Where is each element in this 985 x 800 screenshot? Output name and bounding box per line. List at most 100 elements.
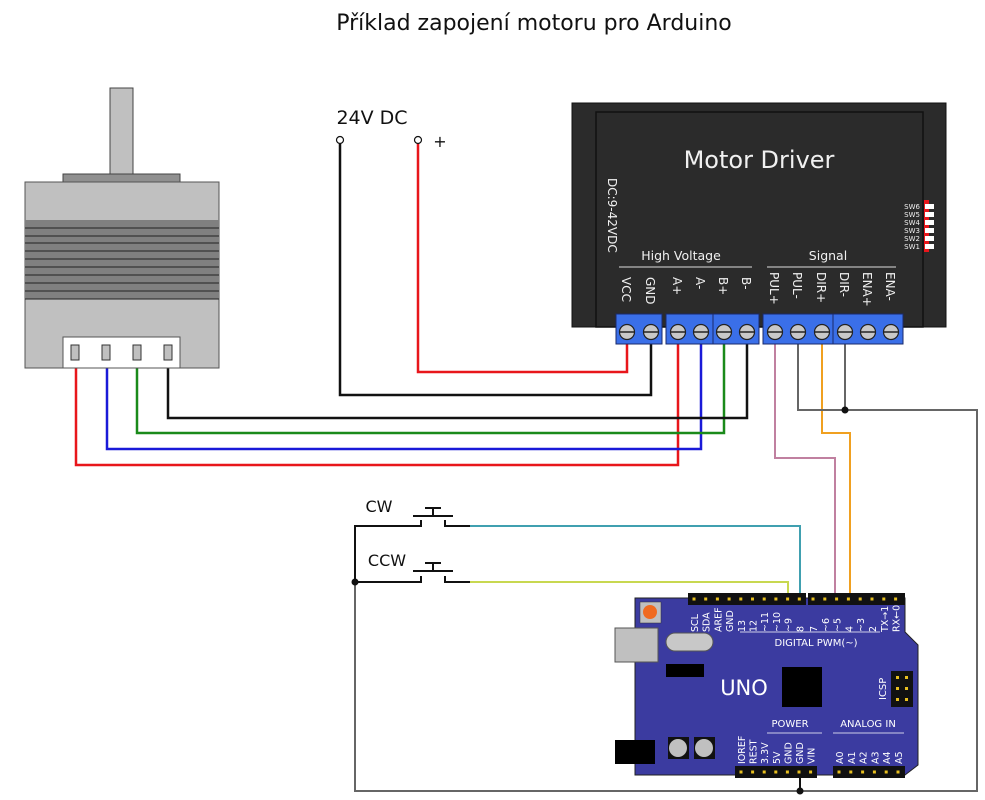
header-pin[interactable]	[692, 597, 696, 601]
psu-minus-terminal	[335, 135, 345, 145]
header-pin[interactable]	[739, 770, 743, 774]
junction-dot	[796, 787, 804, 795]
header-pin[interactable]	[846, 597, 850, 601]
icsp-header	[891, 671, 913, 707]
pin-label: RX←0	[892, 605, 903, 632]
header-pin[interactable]	[797, 597, 801, 601]
header-pin[interactable]	[872, 770, 876, 774]
terminal-label: B+	[716, 277, 730, 295]
motor-pin	[163, 344, 173, 361]
terminal-label: A-	[693, 277, 707, 289]
pin-label: 7	[809, 626, 820, 632]
pin-label: ~10	[772, 612, 783, 632]
capacitor	[695, 739, 713, 757]
icsp-pin	[896, 698, 899, 701]
pin-label: 13	[737, 620, 748, 632]
header-pin[interactable]	[809, 770, 813, 774]
dip-switch-toggle[interactable]	[925, 204, 934, 209]
header-pin[interactable]	[823, 597, 827, 601]
header-pin[interactable]	[837, 770, 841, 774]
dip-switch-label: SW6	[904, 203, 920, 211]
junction-dot	[841, 406, 849, 414]
dip-switch-toggle[interactable]	[925, 244, 934, 249]
header-pin[interactable]	[774, 770, 778, 774]
reset-button[interactable]	[643, 605, 657, 619]
pin-label: IOREF	[737, 736, 748, 764]
header-pin[interactable]	[849, 770, 853, 774]
arduino-uno: UNO ICSP DIGITAL PWM(~) POWER ANALOG IN …	[614, 593, 919, 778]
header-pin[interactable]	[835, 597, 839, 601]
header-pin[interactable]	[786, 597, 790, 601]
power-label: POWER	[771, 719, 808, 730]
dip-switch-label: SW3	[904, 227, 920, 235]
pin-label: ~11	[760, 612, 771, 632]
pin-label: 4	[844, 626, 855, 632]
capacitor	[669, 739, 687, 757]
cw-button[interactable]	[395, 507, 470, 527]
header-pin[interactable]	[774, 597, 778, 601]
pin-label: 12	[749, 620, 760, 632]
header-pin[interactable]	[896, 770, 900, 774]
pin-label: 5V	[772, 751, 783, 764]
header-pin[interactable]	[858, 597, 862, 601]
terminal-screw	[738, 323, 756, 341]
terminal-label: VCC	[619, 277, 633, 302]
header-pin[interactable]	[894, 597, 898, 601]
ccw-label: CCW	[368, 551, 406, 570]
terminal-label: DIR+	[814, 272, 828, 303]
power-jack	[615, 740, 655, 764]
pin-label: A4	[882, 751, 893, 764]
header-pin[interactable]	[762, 597, 766, 601]
icsp-pin	[896, 687, 899, 690]
pin-label: AREF	[713, 607, 724, 632]
psu-plus-terminal	[413, 135, 423, 145]
wire-buttons-common	[354, 525, 395, 583]
pin-label: ~3	[856, 618, 867, 632]
terminal-screw	[618, 323, 636, 341]
ccw-button[interactable]	[395, 562, 470, 583]
terminal-label: PUL-	[790, 272, 804, 299]
header-pin[interactable]	[762, 770, 766, 774]
header-pin[interactable]	[704, 597, 708, 601]
terminal-label: GND	[643, 277, 657, 305]
group-label-high-voltage: High Voltage	[641, 248, 721, 263]
wire-pul-plus-to-pin5	[774, 340, 836, 598]
icsp-label: ICSP	[878, 678, 889, 700]
header-pin[interactable]	[715, 597, 719, 601]
dip-switch-toggle[interactable]	[925, 220, 934, 225]
junction-dot	[351, 578, 359, 586]
dip-switch-label: SW5	[904, 211, 920, 219]
digital-header-left	[688, 593, 806, 605]
header-pin[interactable]	[751, 770, 755, 774]
usb-port	[614, 627, 659, 663]
terminal-label: ENA-	[883, 272, 897, 301]
terminal-screw	[669, 323, 687, 341]
header-pin[interactable]	[882, 597, 886, 601]
header-pin[interactable]	[884, 770, 888, 774]
board-name: UNO	[720, 676, 768, 700]
dip-switch-toggle[interactable]	[925, 228, 934, 233]
terminal-label: PUL+	[767, 272, 781, 305]
terminal-label: A+	[670, 277, 684, 295]
header-pin[interactable]	[811, 597, 815, 601]
header-pin[interactable]	[797, 770, 801, 774]
header-pin[interactable]	[870, 597, 874, 601]
icsp-pin	[905, 676, 908, 679]
header-pin[interactable]	[751, 597, 754, 601]
header-pin[interactable]	[739, 597, 743, 601]
dip-switch-label: SW4	[904, 219, 920, 227]
dip-switch-toggle[interactable]	[925, 212, 934, 217]
pin-label: GND	[783, 742, 794, 764]
motor-pin	[101, 344, 111, 361]
motor-fins	[25, 220, 219, 300]
terminal-label: DIR-	[837, 272, 851, 297]
terminal-screw	[813, 323, 831, 341]
header-pin[interactable]	[727, 597, 731, 601]
header-pin[interactable]	[861, 770, 865, 774]
wire-motor-black-to-b-minus	[166, 340, 749, 420]
header-pin[interactable]	[785, 770, 789, 774]
pin-label: 3.3V	[760, 742, 771, 764]
dip-switch-toggle[interactable]	[925, 236, 934, 241]
motor-shaft	[109, 87, 134, 175]
